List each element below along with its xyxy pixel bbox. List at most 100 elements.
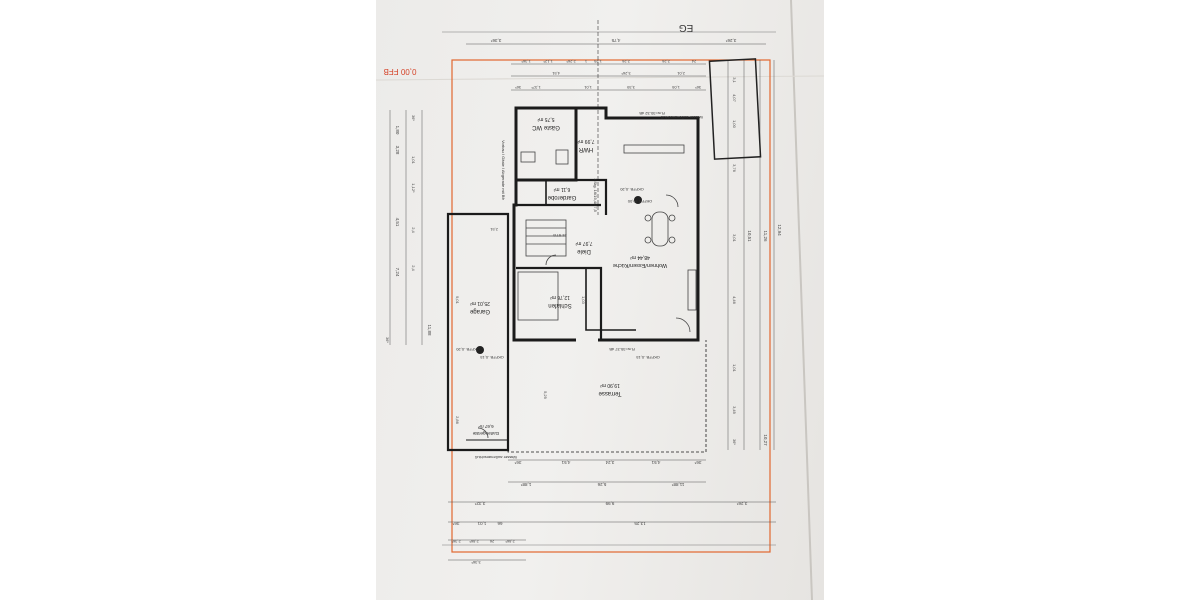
left-margin	[0, 0, 376, 600]
dim-bottom-3-1: 9,99	[605, 501, 614, 506]
dim-top-2-7: 24	[691, 59, 696, 64]
dim-top-4-5: 36⁵	[695, 85, 701, 90]
dim-right-1-3: 10,27	[763, 434, 768, 446]
room-wohnen-name: Wohnen/Essen/Küche	[613, 262, 667, 268]
dim-garage-2: 2,86	[455, 416, 460, 425]
note-okffb-hwr: OKFFB -0,20	[619, 187, 643, 192]
level-marker-icon	[476, 346, 484, 354]
right-margin	[824, 0, 1200, 600]
dim-right-2-2: 1,00	[732, 120, 737, 129]
dim-top-1-2: 3,26⁵	[726, 38, 737, 43]
dim-bottom-6-0: 3,36⁵	[471, 560, 481, 565]
chair	[668, 214, 676, 222]
dim-top-3-0: 4,51	[551, 71, 560, 76]
dim-top-1-1: 4,75	[611, 38, 620, 43]
level-marker-icon	[634, 196, 642, 204]
dim-right-2-5: 4,46	[732, 296, 737, 305]
dim-left-1-3: 7,24	[395, 268, 400, 277]
terrace-outline	[507, 340, 707, 453]
dim-bottom-5-3: 2,86⁵	[505, 539, 515, 544]
dim-bottom-5-0: 2,36⁵	[451, 539, 461, 544]
note-wasser-top: Wasser außenanschluß	[660, 115, 703, 120]
dim-left-1-0: 1,80	[395, 126, 400, 135]
ffb-label: 0,00 FFB	[384, 67, 417, 76]
floor-plan-photo: EG 0,00 FFB 3,36⁵ 4,75 3,26⁵ 1,36⁵ 1,12⁵…	[376, 0, 824, 600]
dim-left-2-1: 1,01	[411, 156, 416, 165]
wall-closet	[585, 268, 636, 331]
room-schlafen-area: 12,76 m²	[550, 294, 570, 300]
dim-right-1-0: 12,94	[777, 224, 782, 236]
dim-bottom-1-3: 4,51	[651, 460, 660, 465]
room-garderobe-area: 6,11 m²	[553, 186, 570, 192]
dim-garage-0: 2,51	[489, 227, 498, 232]
dim-left-2-3: 2,4	[411, 227, 416, 233]
note-okffb-garage2: OKFFB -0,15	[479, 355, 503, 360]
note-r-bottom: R.w=35-37 dB	[609, 347, 635, 352]
dim-schlafen: 1,03	[581, 296, 586, 305]
door-swing-2	[675, 317, 691, 333]
room-garage-name: Garage	[469, 308, 490, 314]
paper-fold-line	[790, 0, 813, 600]
dim-left-1-1: 3,28	[395, 146, 400, 155]
dim-right-2-7: 3,49	[732, 406, 737, 415]
dim-bottom-4-0: 36⁵	[452, 521, 459, 526]
kitchen-counter-top	[623, 144, 685, 154]
dim-right-2-1: 3,1	[732, 77, 737, 83]
dim-top-1-0: 3,36⁵	[491, 38, 502, 43]
dim-right-1-1: 11,26	[763, 231, 768, 242]
room-garderobe-name: Garderobe	[547, 194, 576, 200]
sink	[520, 151, 536, 163]
paper-crease	[376, 75, 824, 81]
wall-diele-bottom	[516, 266, 603, 340]
dim-bottom-3-0: 3,32⁵	[475, 501, 486, 506]
floor-plan-drawing: EG 0,00 FFB 3,36⁵ 4,75 3,26⁵ 1,36⁵ 1,12⁵…	[376, 0, 824, 600]
chair	[644, 236, 652, 244]
note-stair-count: 14 STG	[553, 233, 567, 238]
note-okffb-main: OKFFB ±0,00	[627, 199, 652, 204]
note-treppe: 1 Stg. 16/19,4/27,5	[593, 178, 598, 213]
room-garage-area: 25,01 m²	[470, 300, 490, 306]
dim-bottom-2-2: 11,88⁵	[671, 482, 684, 487]
dim-bottom-5-1: 2,86⁵	[469, 539, 479, 544]
dim-left-1-2: 4,51	[395, 218, 400, 227]
annex-top-right	[708, 58, 762, 160]
door-swing-1	[665, 194, 679, 208]
note-r-top: R.w=30-32 dB	[639, 111, 665, 116]
dim-top-4-3: 3,39	[626, 85, 635, 90]
dim-bottom-1-2: 3,24	[605, 460, 614, 465]
level-markers	[476, 196, 642, 354]
wall-left-outline	[512, 180, 576, 342]
note-okffb-garage: OKFFB -0,20	[455, 347, 479, 352]
room-diele-name: Diele	[577, 248, 591, 254]
dim-left-1-4: 11,88	[427, 325, 432, 336]
dim-top-2-2: 2,26⁵	[566, 59, 576, 64]
floor-label: EG	[679, 22, 694, 33]
room-hwr-name: HWR	[578, 146, 593, 152]
room-gartengeraete-area: 6,67 m²	[478, 424, 494, 429]
dim-top-2-6: 2,26	[661, 59, 670, 64]
dim-bottom-1-0: 36⁵	[514, 460, 521, 465]
stairs	[525, 219, 567, 257]
door-swing-4	[545, 254, 557, 266]
dim-bottom-3-2: 3,26⁵	[737, 501, 748, 506]
plot-boundary	[451, 59, 771, 553]
dim-terrasse: 5,29	[543, 391, 548, 400]
dim-right-2-0: 4,07	[732, 94, 737, 103]
dim-top-2-4: 1,25	[593, 59, 602, 64]
dim-top-2-0: 1,36⁵	[521, 59, 531, 64]
dim-right-2-6: 1,01	[732, 364, 737, 373]
chair	[644, 214, 652, 222]
room-guest-wc-name: Gäste WC	[531, 124, 559, 130]
kitchen-counter	[687, 269, 697, 311]
room-terrasse-name: Terrasse	[598, 390, 622, 396]
dim-left-2-0: 36⁵	[411, 115, 416, 121]
dim-left-2-2: 1,12⁵	[411, 183, 416, 193]
dim-top-3-1: 3,26⁵	[621, 71, 631, 76]
dining-table	[651, 211, 669, 247]
wall-hwr-bottom	[576, 178, 608, 215]
dim-right-1-2: 10,51	[747, 230, 752, 242]
dim-top-4-0: 36⁵	[515, 85, 521, 90]
note-okffb-terrace: OKFFB -0,15	[635, 355, 659, 360]
dim-bottom-5-2: 26	[489, 539, 494, 544]
note-vorbau: Vorbau / Gäste / Abgerade mit Bfr	[501, 140, 506, 200]
